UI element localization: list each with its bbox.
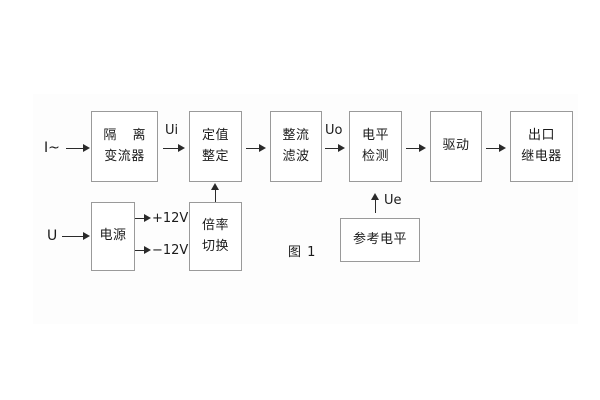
rail-negative-arrow-icon (144, 246, 151, 254)
block-power-supply[interactable]: 电源 (91, 202, 135, 271)
drive-to-relay-arrow-icon (499, 144, 506, 152)
reference-to-level-line (375, 199, 376, 213)
block-power-supply-line1: 电源 (99, 228, 127, 244)
block-multiplier-switch-line1: 倍率 (201, 218, 229, 234)
block-drive[interactable]: 驱动 (430, 111, 482, 182)
block-output-relay-line1: 出口 (527, 128, 555, 144)
multiplier-to-setpoint-arrow-icon (211, 183, 219, 190)
drive-to-relay-line (486, 148, 504, 149)
block-multiplier-switch[interactable]: 倍率 切换 (189, 202, 242, 271)
block-level-detection-line2: 检测 (361, 148, 389, 164)
uo-connector-line (325, 148, 343, 149)
level-to-drive-line (406, 148, 424, 149)
block-setpoint-setting-line2: 整定 (201, 148, 229, 164)
setpoint-to-rectifier-arrow-icon (259, 144, 266, 152)
block-isolation-transformer[interactable]: 隔 离 变流器 (91, 111, 158, 182)
block-level-detection[interactable]: 电平 检测 (349, 111, 402, 182)
figure-caption: 图 1 (288, 245, 317, 260)
ui-connector-line (163, 148, 183, 149)
current-input-arrow-icon (83, 144, 90, 152)
block-output-relay[interactable]: 出口 继电器 (510, 111, 573, 182)
block-multiplier-switch-line2: 切换 (201, 238, 229, 254)
block-rectifier-filter-line1: 整流 (282, 128, 310, 144)
block-setpoint-setting-line1: 定值 (201, 128, 229, 144)
setpoint-to-rectifier-line (246, 148, 264, 149)
block-drive-line1: 驱动 (442, 138, 470, 154)
ui-connector-arrow-icon (178, 144, 185, 152)
block-rectifier-filter-line2: 滤波 (282, 148, 310, 164)
voltage-input-arrow-icon (83, 232, 90, 240)
block-isolation-transformer-line1: 隔 离 (103, 128, 152, 144)
rail-negative-label: −12V (152, 243, 189, 258)
signal-label-ui: Ui (165, 123, 179, 138)
voltage-input-line (62, 236, 88, 237)
rail-negative-line (135, 250, 149, 251)
voltage-input-label: U (47, 228, 58, 244)
multiplier-to-setpoint-line (215, 189, 216, 202)
rail-positive-label: +12V (152, 211, 189, 226)
block-reference-level[interactable]: 参考电平 (340, 218, 420, 262)
block-reference-level-line1: 参考电平 (352, 231, 407, 247)
level-to-drive-arrow-icon (419, 144, 426, 152)
block-setpoint-setting[interactable]: 定值 整定 (189, 111, 242, 182)
block-isolation-transformer-line2: 变流器 (104, 148, 145, 164)
signal-label-uo: Uo (325, 123, 343, 138)
rail-positive-line (135, 218, 149, 219)
signal-label-ue: Ue (384, 193, 402, 208)
current-input-label: I~ (44, 140, 60, 156)
block-rectifier-filter[interactable]: 整流 滤波 (270, 111, 322, 182)
block-level-detection-line1: 电平 (361, 128, 389, 144)
reference-to-level-arrow-icon (371, 193, 379, 200)
current-input-line (66, 148, 88, 149)
block-output-relay-line2: 继电器 (521, 148, 562, 164)
uo-connector-arrow-icon (338, 144, 345, 152)
rail-positive-arrow-icon (144, 214, 151, 222)
